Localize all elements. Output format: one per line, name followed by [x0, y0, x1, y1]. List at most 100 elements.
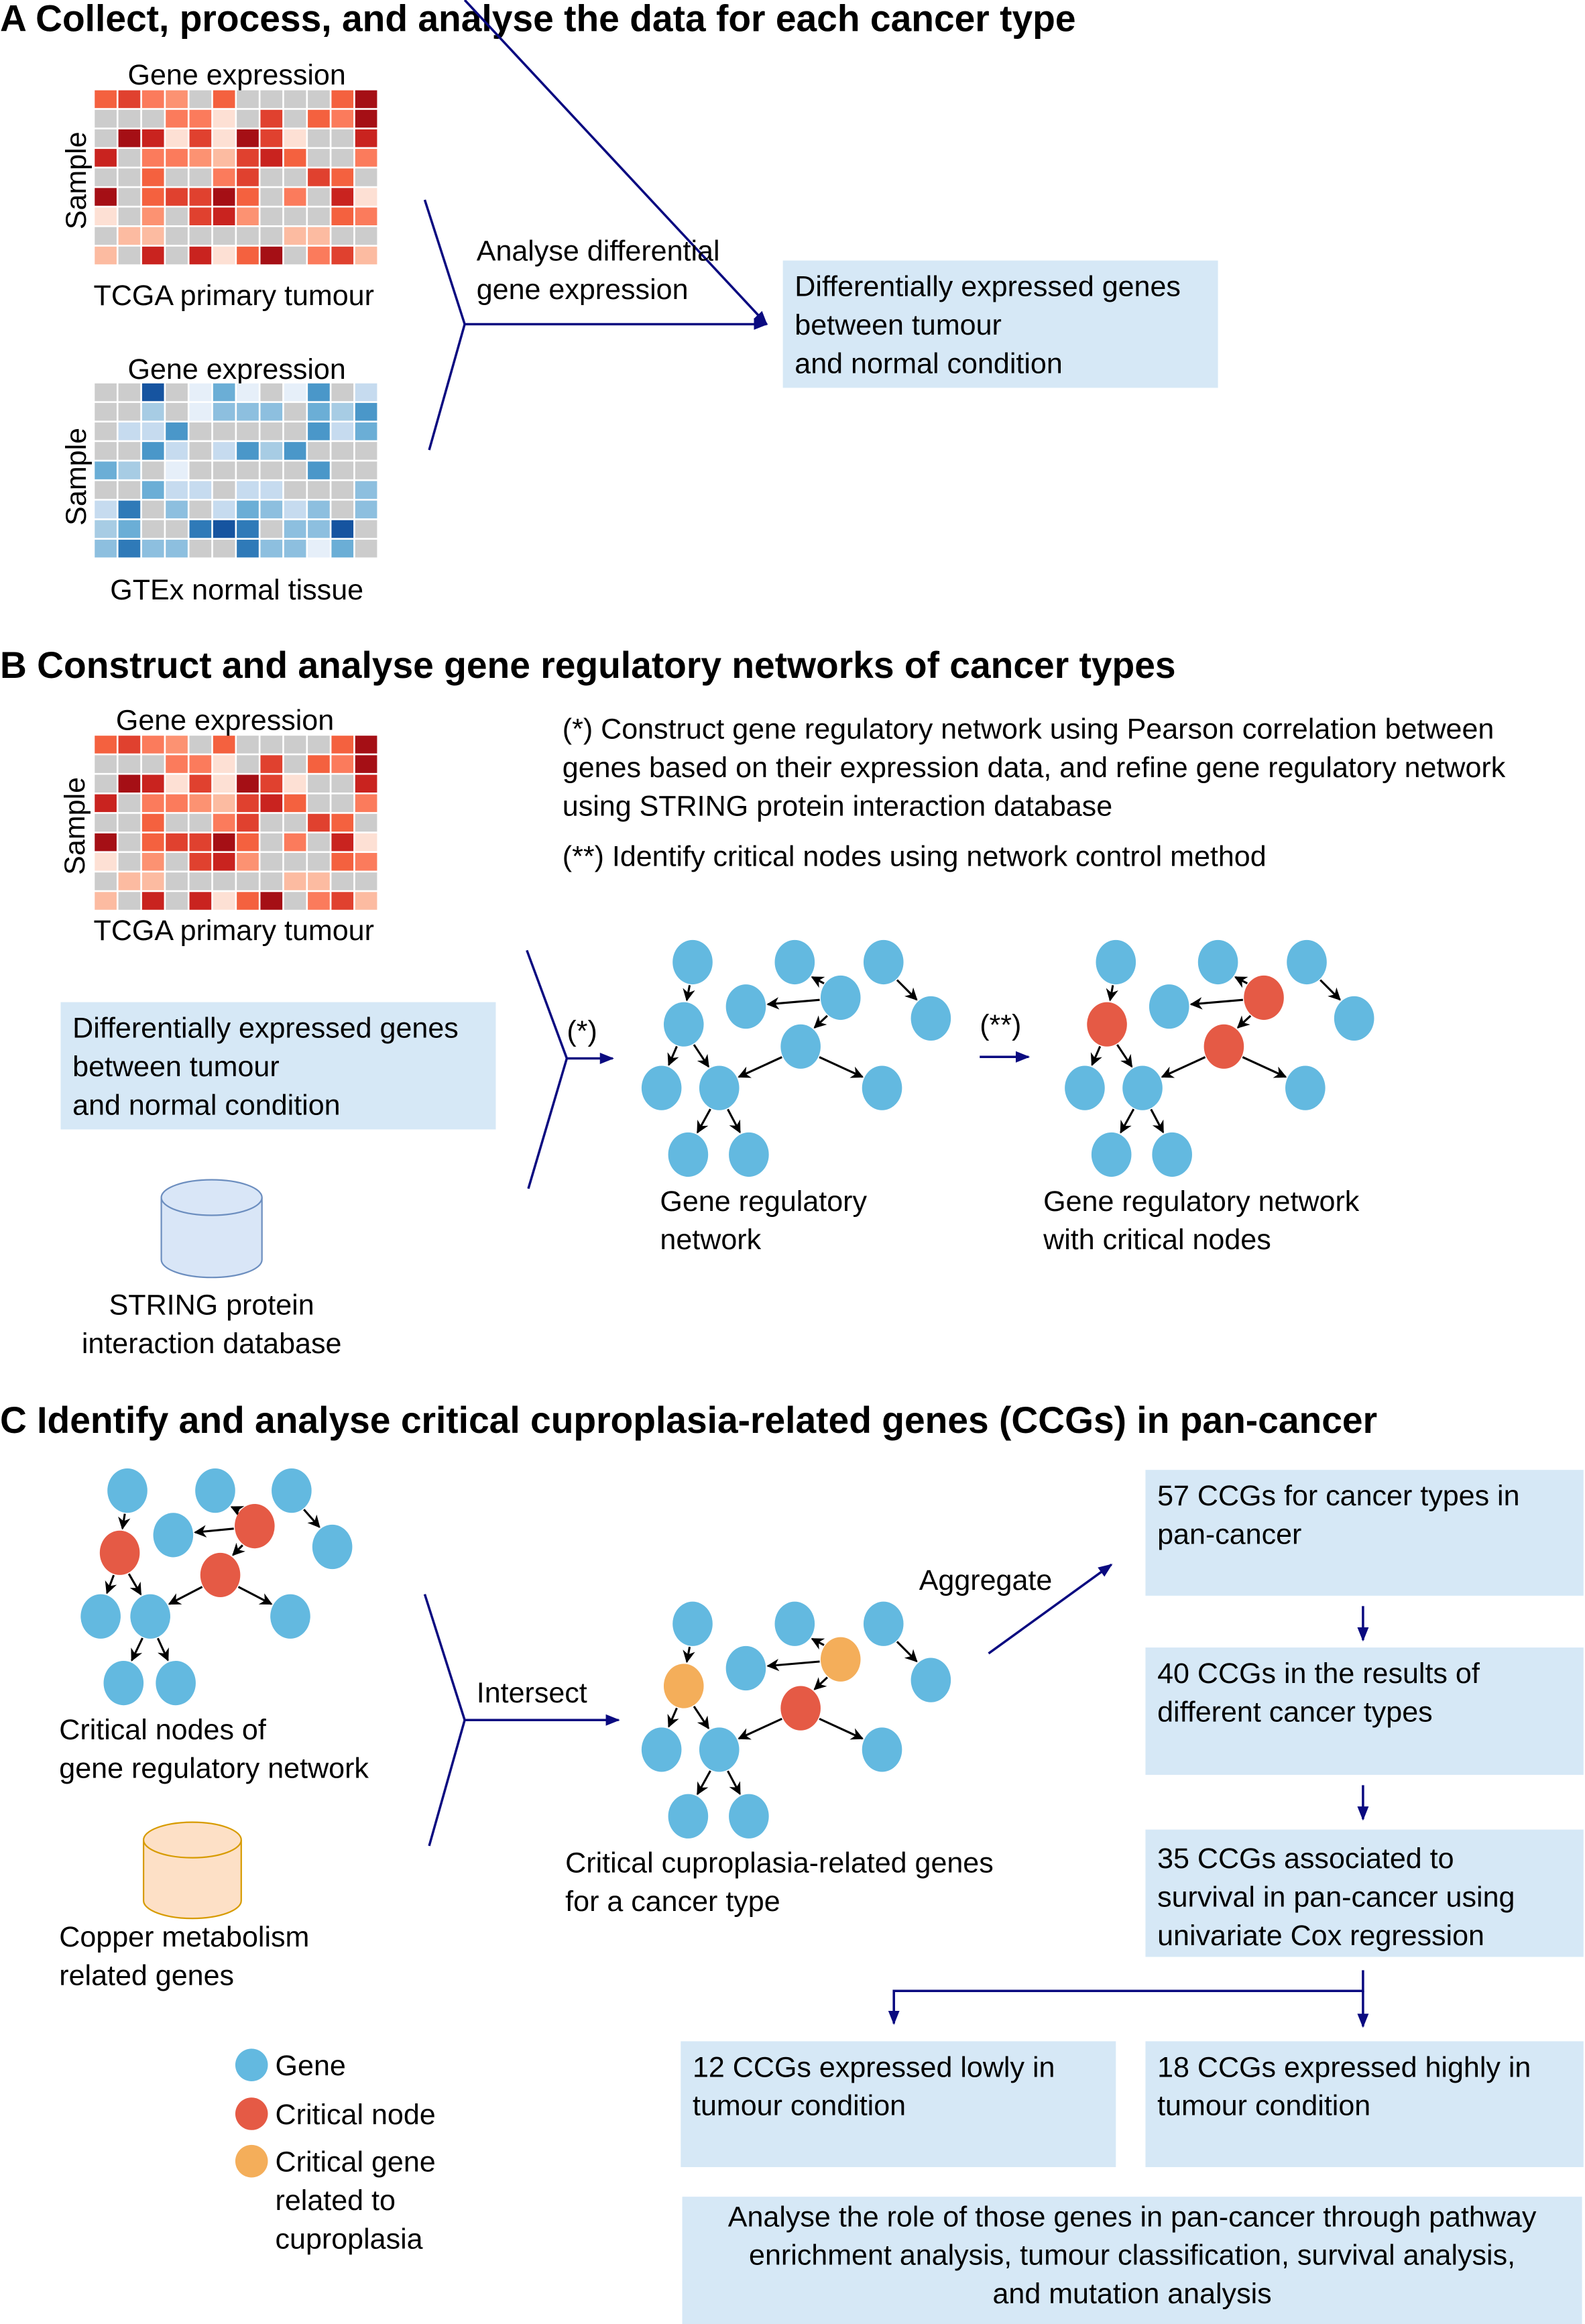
split-arrow: [888, 1970, 1369, 2028]
network-edge-arrow: [727, 1770, 741, 1796]
heatmap-cell: [331, 227, 354, 245]
critical-node-node: [1244, 975, 1284, 1021]
heatmap-cell: [213, 853, 235, 871]
heatmap-caption: GTEx normal tissue: [110, 574, 363, 606]
heatmap-cell: [141, 149, 164, 167]
gene-node: [641, 1065, 682, 1110]
gene-node: [780, 1024, 821, 1069]
heatmap-cell: [213, 755, 235, 773]
heatmap-cell: [95, 149, 117, 167]
heatmap-cell: [95, 520, 117, 538]
heatmap-cell: [189, 872, 212, 890]
gene-node: [641, 1727, 682, 1772]
gene-node: [1197, 939, 1238, 985]
heatmap-cell: [308, 227, 330, 245]
critical-gene-swatch-icon: [235, 2144, 268, 2178]
heatmap-cell: [95, 461, 117, 479]
heatmap-cell: [141, 227, 164, 245]
heatmap-caption: TCGA primary tumour: [94, 915, 374, 947]
network-edge-arrow: [727, 1108, 741, 1134]
heatmap-cell: [189, 422, 212, 441]
heatmap-cell: [284, 853, 306, 871]
heatmap-cell: [355, 833, 377, 852]
gene-node: [863, 939, 904, 985]
heatmap-cell: [237, 442, 259, 460]
gene-node: [1122, 1065, 1163, 1110]
ccg-network: [641, 1601, 951, 1839]
heatmap-cell: [141, 442, 164, 460]
legend-label: Critical gene: [276, 2146, 436, 2178]
heatmap-cell: [260, 520, 283, 538]
heatmap-cell: [141, 833, 164, 852]
heatmap-cell: [118, 539, 141, 558]
heatmap-cell: [189, 402, 212, 421]
heatmap-cell: [308, 736, 330, 754]
network-edge-arrow: [696, 1770, 711, 1796]
heatmap-cell: [237, 833, 259, 852]
heatmap-cell: [237, 246, 259, 265]
gene-node: [272, 1468, 312, 1513]
heatmap-cell: [237, 481, 259, 499]
network-edge-arrow: [696, 1108, 711, 1134]
heatmap-cell: [95, 539, 117, 558]
heatmap-cell: [308, 833, 330, 852]
heatmap-cell: [118, 168, 141, 186]
heatmap-cell: [308, 755, 330, 773]
network-caption: gene regulatory network: [59, 1752, 369, 1784]
heatmap-cell: [308, 500, 330, 519]
merge-arrow-a: [423, 0, 768, 451]
arrow-label-line: gene expression: [477, 274, 689, 306]
heatmap-cell: [331, 853, 354, 871]
heatmap-cell: [141, 461, 164, 479]
heatmap-cell: [284, 90, 306, 109]
heatmap-cell: [95, 755, 117, 773]
heatmap-cell: [331, 736, 354, 754]
heatmap-top-label: Gene expression: [116, 704, 334, 736]
heatmap-cell: [237, 383, 259, 402]
heatmap-cell: [95, 774, 117, 793]
heatmap-cell: [260, 383, 283, 402]
heatmap-cell: [284, 794, 306, 813]
heatmap-cell: [237, 892, 259, 910]
gene-node: [1091, 1132, 1132, 1177]
heatmap-cell: [308, 422, 330, 441]
network-edge-arrow: [232, 1542, 245, 1556]
gene-node: [107, 1468, 148, 1513]
box-line: enrichment analysis, tumour classificati…: [749, 2240, 1515, 2272]
merge-arrow-c: [423, 1594, 620, 1847]
heatmap-cell: [95, 813, 117, 832]
heatmap-cell: [95, 500, 117, 519]
network-edge-arrow: [1236, 1014, 1252, 1029]
step-box-35: 35 CCGs associated to survival in pan-ca…: [1145, 1829, 1584, 1957]
high-expression-box: 18 CCGs expressed highly in tumour condi…: [1145, 2041, 1584, 2167]
heatmap-cell: [95, 422, 117, 441]
network-edge-arrow: [693, 1706, 710, 1730]
note-construct-line: genes based on their expression data, an…: [563, 752, 1506, 784]
box-line: 12 CCGs expressed lowly in: [693, 2051, 1055, 2083]
network-edge-arrow: [1242, 1056, 1287, 1078]
heatmap-cell: [331, 872, 354, 890]
heatmap-cell: [166, 520, 188, 538]
gene-node: [672, 939, 713, 985]
heatmap-cell: [189, 168, 212, 186]
heatmap-cell: [331, 461, 354, 479]
database-caption: related genes: [59, 1959, 234, 1991]
heatmap-cell: [355, 853, 377, 871]
heatmap-cell: [284, 188, 306, 206]
gene-node: [668, 1132, 709, 1177]
heatmap-gtex-a: Gene expression Sample GTEx normal tissu…: [60, 353, 377, 606]
legend-label: Gene: [276, 2050, 346, 2082]
heatmap-cell: [260, 872, 283, 890]
heatmap-cell: [118, 872, 141, 890]
heatmap-cell: [260, 168, 283, 186]
heatmap-cell: [355, 872, 377, 890]
gene-node: [820, 975, 861, 1021]
network-edge-arrow: [693, 1044, 710, 1068]
gene-node: [911, 996, 951, 1041]
database-caption: Copper metabolism: [59, 1921, 309, 1953]
heatmap-cell: [355, 755, 377, 773]
heatmap-cell: [118, 853, 141, 871]
heatmap-cell: [141, 539, 164, 558]
heatmap-cell: [189, 109, 212, 128]
heatmap-cell: [213, 422, 235, 441]
